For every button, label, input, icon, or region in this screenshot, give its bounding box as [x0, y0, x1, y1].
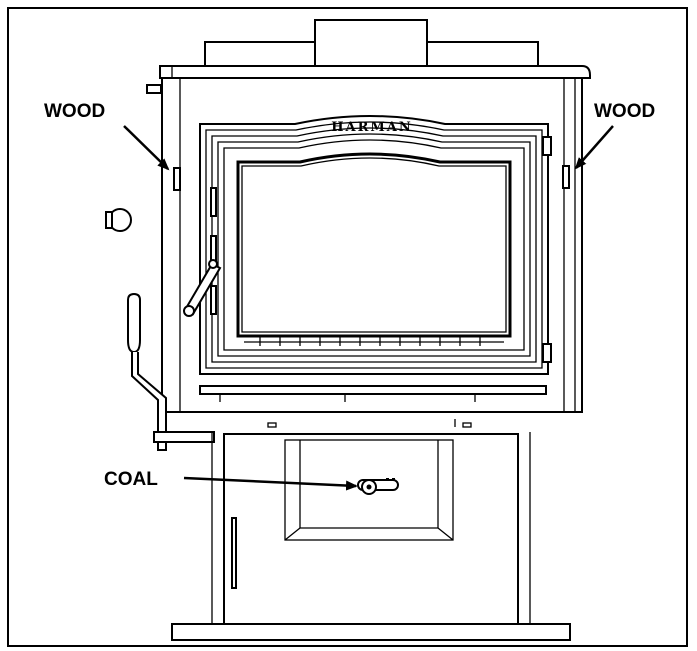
wood-air-control-right	[562, 165, 570, 189]
top-plate	[158, 65, 591, 79]
hinge-lower	[542, 343, 552, 363]
door-latch-handle	[183, 259, 222, 317]
door-slot-upper	[210, 187, 217, 217]
ash-lever	[127, 292, 215, 451]
door-bottom-slots	[244, 337, 504, 346]
pedestal	[171, 432, 571, 641]
flue-collar	[204, 19, 539, 67]
side-handle	[105, 84, 162, 232]
coal-control	[357, 478, 399, 495]
arrow-wood-left	[123, 125, 170, 171]
ash-lip	[199, 385, 547, 428]
hinge-upper	[542, 136, 552, 156]
wood-air-control-left	[173, 167, 181, 191]
arrow-coal	[183, 476, 358, 491]
label-coal: COAL	[104, 469, 158, 490]
diagram-frame	[7, 7, 688, 647]
door-slot-lower	[210, 285, 217, 315]
arrow-wood-right	[574, 125, 614, 170]
label-wood-right: WOOD	[594, 101, 655, 122]
front-door	[199, 115, 549, 375]
label-wood-left: WOOD	[44, 101, 105, 122]
brand-text: HARMAN	[331, 120, 413, 135]
glass-window	[236, 152, 512, 338]
